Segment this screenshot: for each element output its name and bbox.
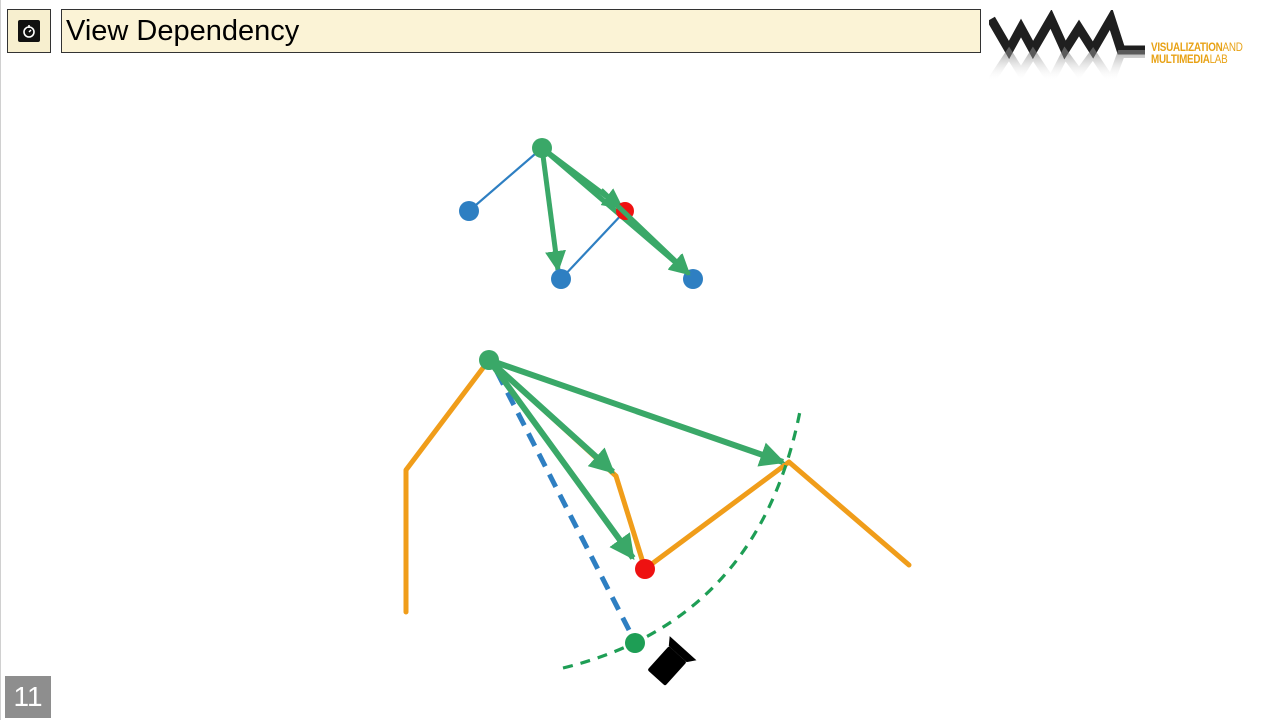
- visibility-arc: [562, 405, 803, 670]
- logo-text: VISUALIZATIONAND MULTIMEDIALAB: [1151, 40, 1243, 66]
- arrow-to-inner-corner: [486, 357, 616, 475]
- tree-edge-red-bottom-left: [560, 210, 626, 280]
- tree-edge-root-left: [468, 147, 543, 212]
- tree-node-root: [532, 138, 552, 158]
- arrow-to-red-point: [486, 358, 636, 561]
- tree-node-left: [459, 201, 479, 221]
- tree-arrow-root-to-bottom-left: [539, 147, 566, 273]
- camera-position-node: [625, 633, 645, 653]
- orange-path: [403, 357, 912, 615]
- logo-wave-icon: [987, 8, 1145, 90]
- camera-icon: [648, 636, 697, 686]
- title-bar: View Dependency: [61, 9, 981, 53]
- source-node: [479, 350, 499, 370]
- page-number: 11: [5, 676, 51, 718]
- slide-icon-glyph: [18, 20, 40, 42]
- slide-title: View Dependency: [66, 14, 300, 47]
- view-ray: [494, 370, 632, 632]
- lab-logo: VISUALIZATIONAND MULTIMEDIALAB: [987, 8, 1280, 90]
- slide-icon: [7, 9, 51, 53]
- arrow-to-peak: [488, 357, 786, 467]
- selected-point: [635, 559, 655, 579]
- tree-arrow-overlay: [599, 188, 691, 276]
- tree-node-bottom-left: [551, 269, 571, 289]
